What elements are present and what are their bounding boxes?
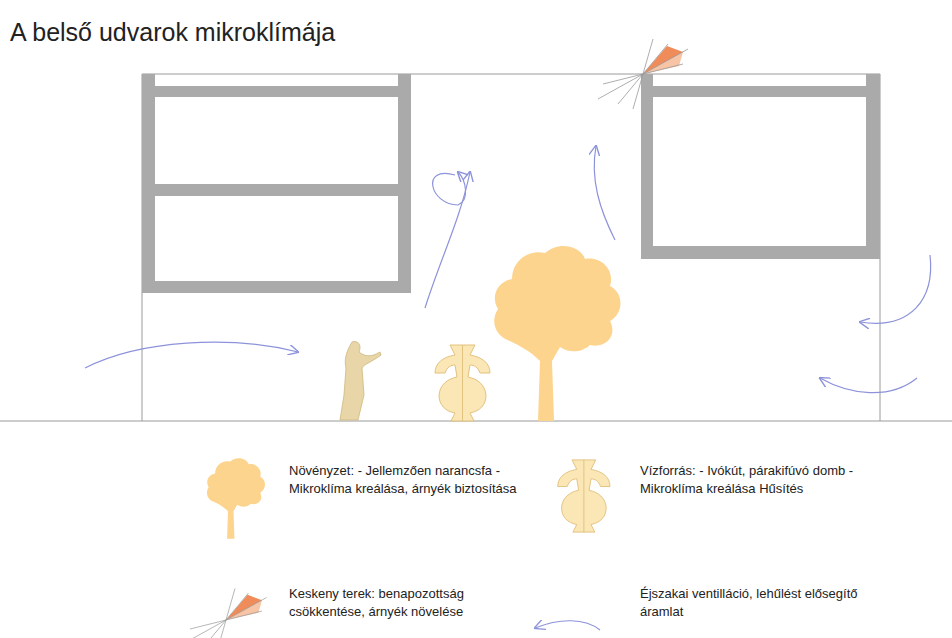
- legend-text: Növényzet: - Jellemzően narancsfa -Mikro…: [289, 462, 519, 498]
- diagram-title: A belső udvarok mikroklímája: [10, 18, 335, 47]
- legend-text: Éjszakai ventilláció, lehűlést elősegítő…: [640, 585, 870, 621]
- legend-text: Keskeny terek: benapozottság csökkentése…: [289, 585, 504, 621]
- legend-text: Vízforrás: - Ivókút, párakifúvó domb - M…: [640, 462, 865, 498]
